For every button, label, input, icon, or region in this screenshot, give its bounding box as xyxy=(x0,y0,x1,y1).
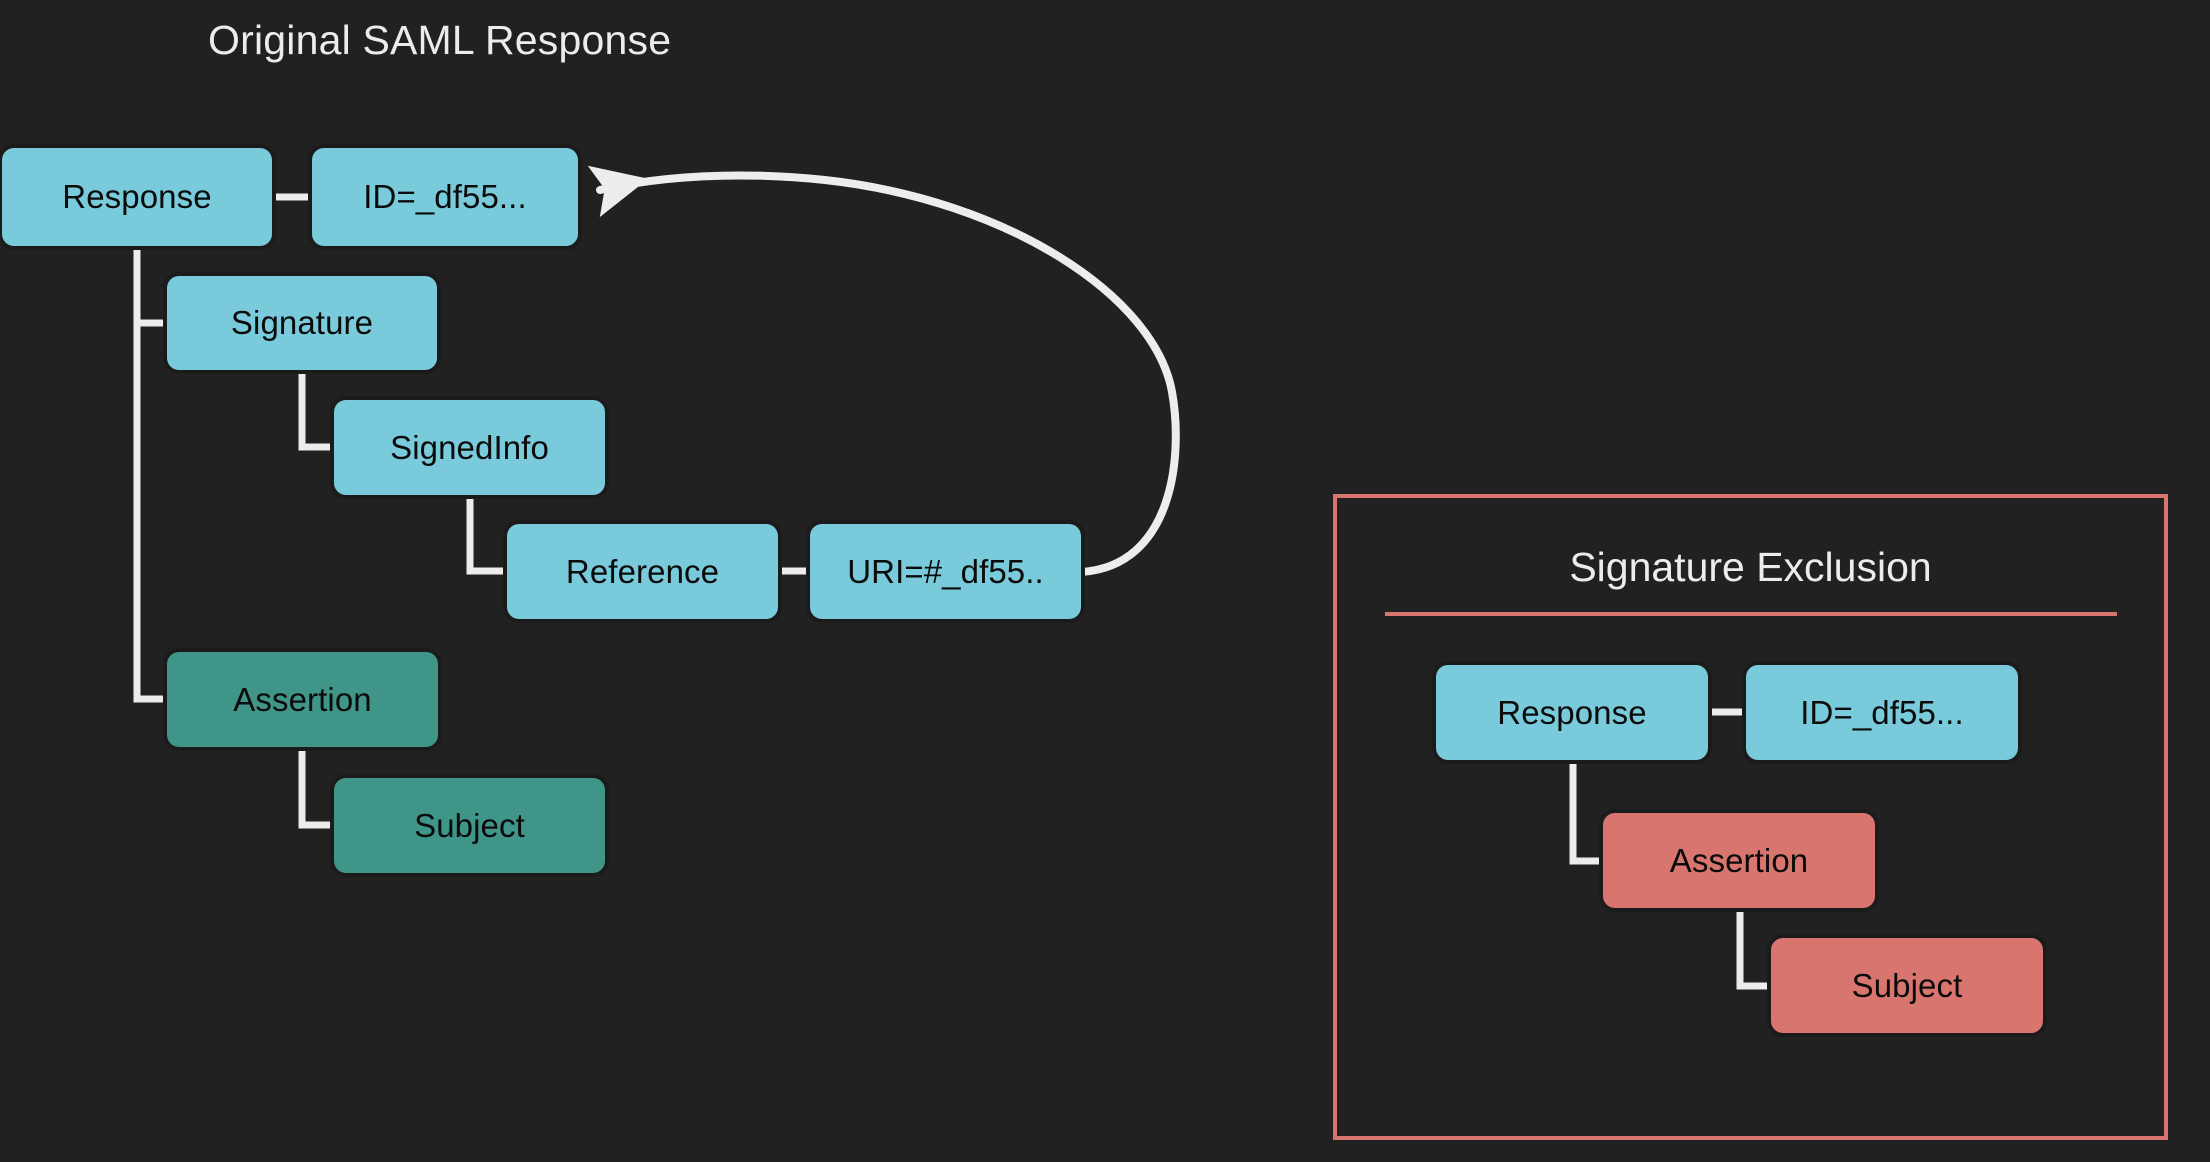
node-uri-attribute[interactable]: URI=#_df55.. xyxy=(810,524,1081,619)
edge-response-to-signature xyxy=(133,246,167,327)
node-assertion[interactable]: Assertion xyxy=(167,652,438,747)
edge-signedinfo-to-reference xyxy=(466,495,507,575)
signature-exclusion-title: Signature Exclusion xyxy=(1569,544,1932,590)
edge-response-to-assertion xyxy=(133,246,167,703)
node-signature[interactable]: Signature xyxy=(167,276,437,370)
signature-exclusion-panel xyxy=(1333,494,2168,1140)
edge-assertion-to-subject xyxy=(298,747,334,829)
node-id-attribute[interactable]: ID=_df55... xyxy=(312,148,578,246)
node-exclusion-id-attribute[interactable]: ID=_df55... xyxy=(1746,665,2018,760)
node-response[interactable]: Response xyxy=(2,148,272,246)
node-subject[interactable]: Subject xyxy=(334,778,605,873)
node-exclusion-subject[interactable]: Subject xyxy=(1771,938,2043,1033)
node-exclusion-assertion[interactable]: Assertion xyxy=(1603,813,1875,908)
node-signedinfo[interactable]: SignedInfo xyxy=(334,400,605,495)
edge-uri-to-id-curved-arrow xyxy=(587,165,1180,576)
left-cluster-title: Original SAML Response xyxy=(208,17,672,63)
node-reference[interactable]: Reference xyxy=(507,524,778,619)
edge-signature-to-signedinfo xyxy=(298,370,334,451)
signature-exclusion-divider xyxy=(1385,612,2117,616)
node-exclusion-response[interactable]: Response xyxy=(1436,665,1708,760)
